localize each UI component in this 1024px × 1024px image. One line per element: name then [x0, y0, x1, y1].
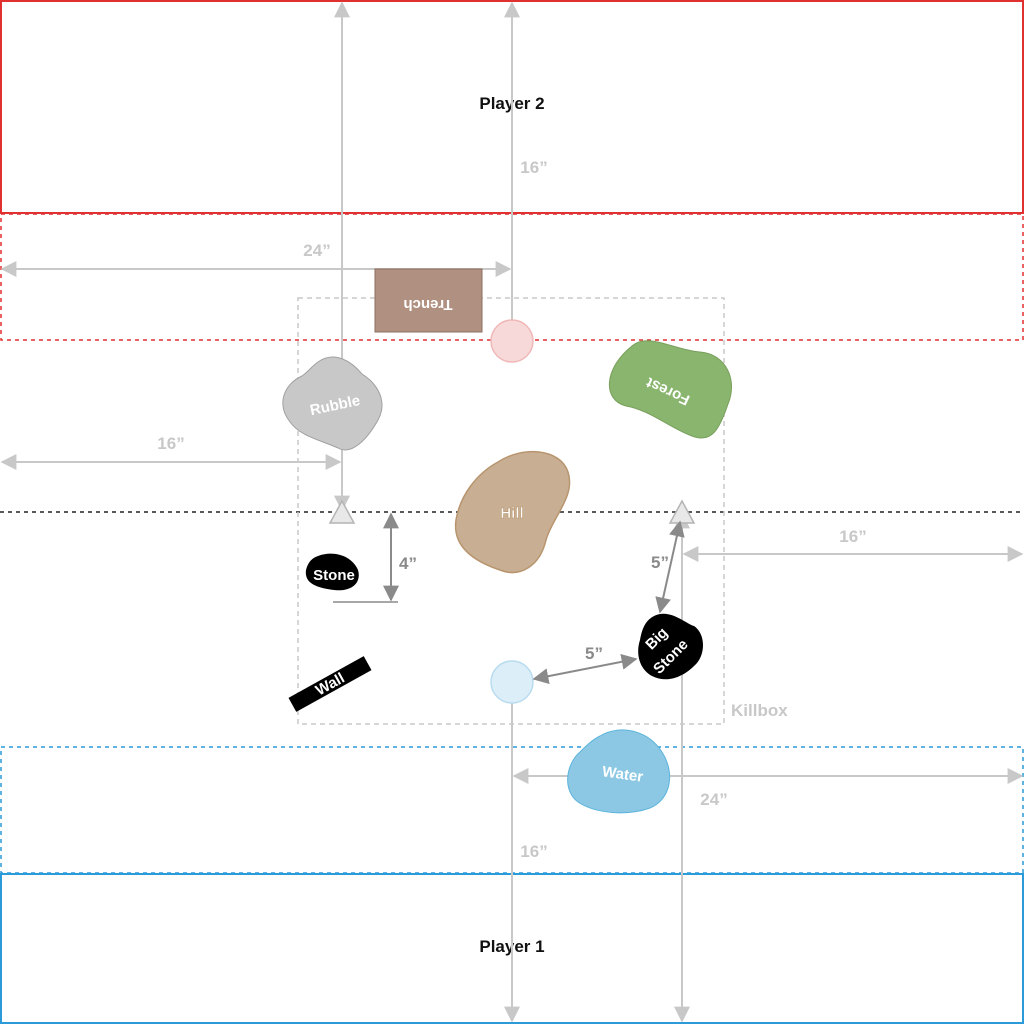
killbox-label: Killbox — [731, 701, 788, 720]
water-label: Water — [601, 763, 644, 786]
marker-to-big-stone-measure — [655, 520, 685, 614]
water-terrain — [567, 729, 671, 814]
bottom-right-width-label: 24” — [700, 790, 727, 809]
objective-to-big-stone-label: 5” — [585, 644, 603, 663]
big-stone-terrain — [638, 613, 703, 680]
stone-terrain — [305, 553, 359, 591]
top-left-width-label: 24” — [303, 241, 330, 260]
stone-label: Stone — [313, 567, 355, 584]
triangle-marker-icon — [328, 499, 356, 524]
rubble-terrain — [282, 356, 383, 451]
forest-terrain — [609, 340, 732, 439]
top-depth-label: 16” — [520, 158, 547, 177]
marker-to-big-stone-label: 5” — [651, 553, 669, 572]
stone-to-center-label: 4” — [399, 554, 417, 573]
hill-terrain — [454, 450, 571, 574]
objective-marker-icon — [490, 660, 534, 704]
wall-terrain — [288, 656, 372, 712]
trench-label: Trench — [403, 296, 452, 313]
objective-to-big-stone-measure — [532, 653, 638, 685]
hill-label: Hill — [500, 505, 523, 522]
left-distance-label: 16” — [157, 434, 184, 453]
right-distance-label: 16” — [839, 527, 866, 546]
bottom-depth-label: 16” — [520, 842, 547, 861]
trench-terrain — [374, 268, 483, 333]
objective-marker-icon — [490, 319, 534, 363]
